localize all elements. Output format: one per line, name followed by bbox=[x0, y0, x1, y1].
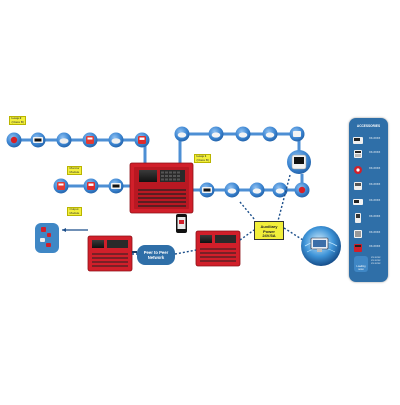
cloud-box: Loading soon bbox=[354, 256, 368, 272]
loop1-node-b2 bbox=[224, 182, 240, 198]
loop1-node-a1 bbox=[174, 126, 190, 142]
accessories-panel: ACCESSORIES XX-XXXX XX-XXXX XX-XXXX XX-X… bbox=[349, 118, 388, 282]
accessory-code: XX-XXXX bbox=[369, 215, 381, 218]
auxiliary-power-box: Auxiliary Power 24V/3A bbox=[254, 221, 284, 240]
loop-left-devices bbox=[53, 178, 124, 194]
accessory-item: XX-XXXX bbox=[352, 196, 385, 209]
extra-code-2: XX-XXXX bbox=[371, 259, 381, 262]
aux-line3: 24V/3A bbox=[262, 233, 276, 239]
left-node-1 bbox=[53, 178, 69, 194]
sounder-icon bbox=[354, 166, 362, 174]
module-bottom-line1: Output bbox=[69, 207, 79, 211]
accessory-code: XX-XXXX bbox=[369, 167, 381, 170]
loop1-label-title: Loop 1 bbox=[196, 154, 207, 158]
loop1-lower-devices bbox=[199, 182, 310, 198]
module-top-line2: Module bbox=[69, 169, 80, 174]
accessory-code: XX-XXXX bbox=[369, 199, 381, 202]
left-node-2 bbox=[83, 178, 99, 194]
module-bottom-line2: Module bbox=[69, 210, 80, 215]
ptp-line1: Peer to Peer bbox=[143, 250, 169, 255]
loop1-large-device bbox=[287, 150, 311, 174]
loop2-label-class: (Class B) bbox=[11, 119, 24, 124]
loop1-label-class: (Class B) bbox=[196, 157, 209, 162]
left-node-3 bbox=[108, 178, 124, 194]
accessory-code: XX-XXXX bbox=[369, 231, 381, 234]
loop2-node-5 bbox=[108, 132, 124, 148]
aux-line1: Auxiliary bbox=[260, 224, 278, 229]
device-icon bbox=[355, 213, 361, 223]
loop1-node-a4 bbox=[262, 126, 278, 142]
loop1-node-b5 bbox=[294, 182, 310, 198]
loop2-node-6 bbox=[134, 132, 150, 148]
aux-line2: Power bbox=[262, 228, 275, 234]
loop1-node-b3 bbox=[249, 182, 265, 198]
accessory-item: XX-XXXX bbox=[352, 180, 385, 193]
card-icon bbox=[354, 230, 362, 238]
accessory-item: XX-XXXX bbox=[352, 134, 385, 147]
loop2-node-3 bbox=[56, 132, 72, 148]
accessory-item: XX-XXXX bbox=[352, 164, 385, 177]
loop1-node-a5 bbox=[289, 126, 305, 142]
main-control-panel bbox=[129, 162, 194, 214]
loop2-label-title: Loop 2 bbox=[11, 116, 22, 120]
loop1-label: Loop 1 (Class B) bbox=[194, 154, 212, 164]
loop1-node-b4 bbox=[272, 182, 288, 198]
module-icon bbox=[354, 182, 362, 190]
accessory-item: XX-XXXX bbox=[352, 212, 385, 225]
extra-codes: XX-XXXX XX-XXXX XX-XXXX bbox=[371, 257, 380, 265]
loop1-node-b1 bbox=[199, 182, 215, 198]
cloud-label: Loading soon bbox=[356, 265, 366, 271]
accessory-code: XX-XXXX bbox=[369, 137, 381, 140]
globe-computer bbox=[301, 226, 341, 266]
remote-device bbox=[35, 223, 59, 253]
loop1-upper-devices bbox=[174, 126, 305, 142]
loop1-node-a2 bbox=[208, 126, 224, 142]
accessory-item: XX-XXXX bbox=[352, 228, 385, 241]
accessory-item: XX-XXXX bbox=[352, 242, 385, 255]
accessory-code: XX-XXXX bbox=[369, 183, 381, 186]
extra-code-1: XX-XXXX bbox=[371, 257, 381, 259]
ptp-line2: Network bbox=[147, 255, 165, 260]
network-panel-left bbox=[87, 235, 133, 272]
panel-icon bbox=[353, 137, 363, 144]
repeater-icon bbox=[353, 199, 363, 205]
dashed-wiring bbox=[132, 174, 304, 255]
module-top-line1: Monitor bbox=[69, 166, 80, 170]
keypad-icon bbox=[354, 150, 362, 158]
loop1-node-a3 bbox=[235, 126, 251, 142]
extra-code-3: XX-XXXX bbox=[371, 262, 381, 265]
loop2-devices bbox=[6, 132, 150, 148]
loop2-node-2 bbox=[30, 132, 46, 148]
accessory-item: XX-XXXX bbox=[352, 148, 385, 161]
accessories-title: ACCESSORIES bbox=[356, 124, 381, 128]
loop2-label: Loop 2 (Class B) bbox=[9, 116, 27, 126]
loop2-node-4 bbox=[82, 132, 98, 148]
network-panel-right bbox=[195, 230, 241, 267]
module-label-top: Monitor Module bbox=[67, 166, 83, 176]
mobile-phone bbox=[176, 214, 187, 233]
module-label-bottom: Output Module bbox=[67, 207, 82, 217]
accessory-code: XX-XXXX bbox=[369, 151, 381, 154]
accessory-code: XX-XXXX bbox=[369, 245, 381, 248]
mini-panel-icon bbox=[354, 244, 362, 252]
loop2-node-1 bbox=[6, 132, 22, 148]
peer-to-peer-network-badge: Peer to Peer Network bbox=[137, 245, 175, 265]
